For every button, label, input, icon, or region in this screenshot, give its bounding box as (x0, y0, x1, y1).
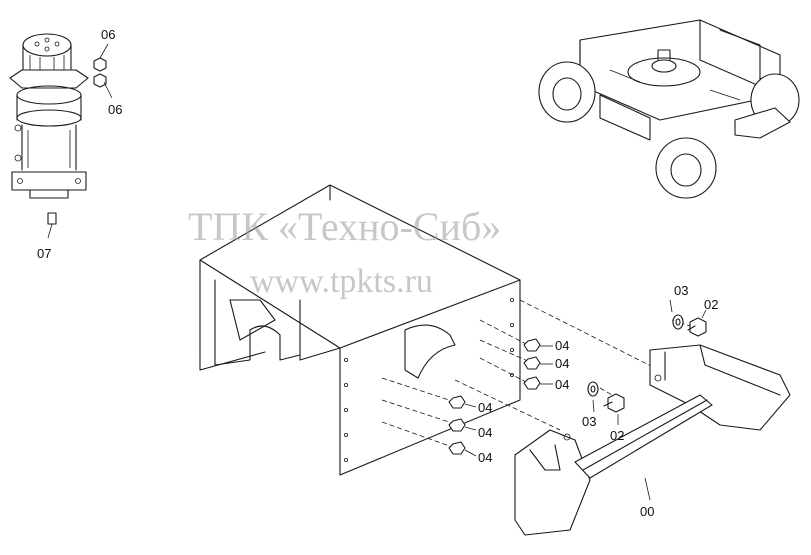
frame-bolt-holes (343, 297, 514, 462)
callout-03-left: 03 (582, 414, 596, 429)
nuts-04 (448, 338, 541, 455)
callout-02-right: 02 (704, 297, 718, 312)
callout-04-d: 04 (478, 400, 492, 415)
callout-04-b: 04 (555, 356, 569, 371)
callout-03-right: 03 (674, 283, 688, 298)
callout-04-f: 04 (478, 450, 492, 465)
bolt-06-upper (93, 57, 107, 72)
bracket-00 (514, 344, 791, 536)
bolts-02 (603, 317, 707, 413)
callout-07: 07 (37, 246, 51, 261)
watermark-url: www.tpkts.ru (250, 263, 433, 300)
bolt-06-lower (93, 73, 107, 88)
callout-00: 00 (640, 504, 654, 519)
callout-04-a: 04 (555, 338, 569, 353)
swivel-joint (9, 33, 89, 199)
assembly-guide-lines (381, 299, 691, 449)
frame-box (199, 184, 521, 476)
watermark-company: ТПК «Техно-Сиб» (188, 204, 501, 249)
callout-06-lower: 06 (108, 102, 122, 117)
washers-03 (587, 314, 684, 397)
callout-06-upper: 06 (101, 27, 115, 42)
callout-02-left: 02 (610, 428, 624, 443)
leader-lines (464, 299, 707, 501)
plug-07 (47, 212, 57, 239)
callout-04-e: 04 (478, 425, 492, 440)
callout-04-c: 04 (555, 377, 569, 392)
undercarriage-assembly (538, 19, 800, 199)
